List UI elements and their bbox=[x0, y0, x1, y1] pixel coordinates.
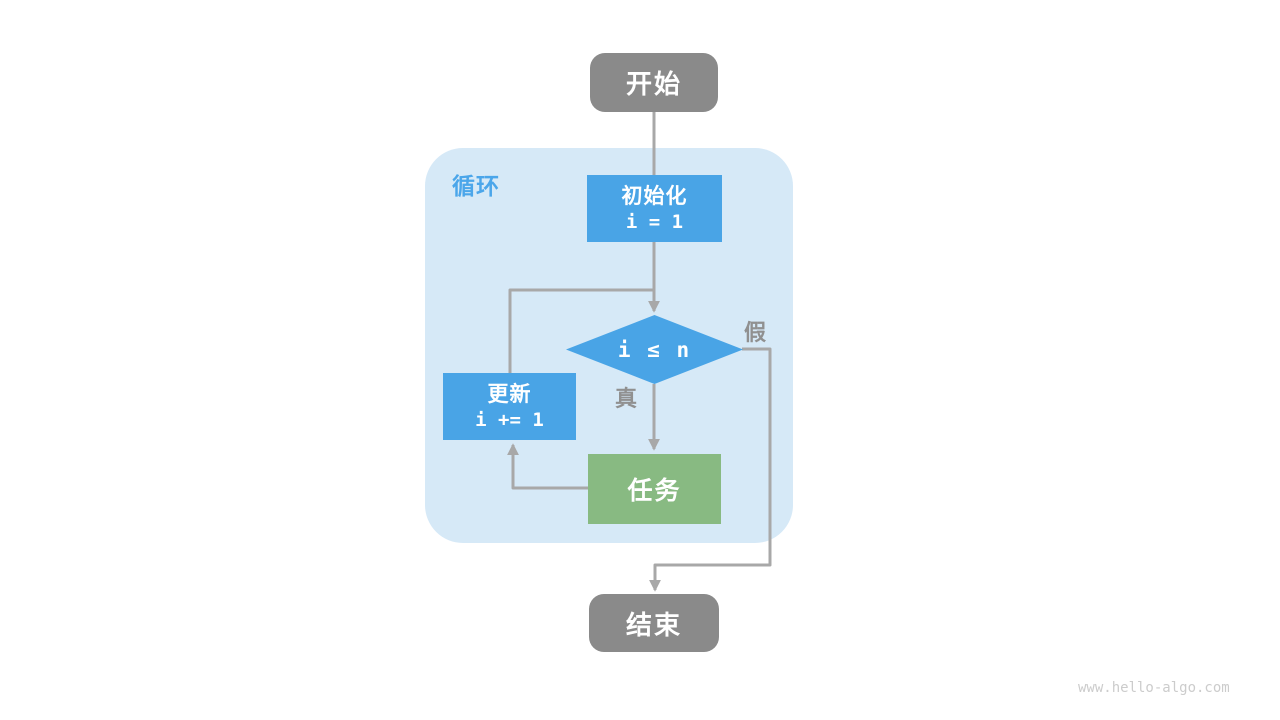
update-node-code: i += 1 bbox=[475, 408, 544, 431]
edge-condition-to-end bbox=[649, 347, 772, 592]
loop-container-label: 循环 bbox=[452, 173, 500, 199]
edge-label-false: 假 bbox=[744, 320, 767, 345]
init-node-title: 初始化 bbox=[621, 184, 688, 208]
edge-update-to-condition bbox=[508, 288, 655, 373]
watermark-text: www.hello-algo.com bbox=[1078, 680, 1230, 696]
end-node-label: 结束 bbox=[625, 609, 682, 640]
task-node-label: 任务 bbox=[627, 477, 682, 505]
start-node-label: 开始 bbox=[625, 69, 682, 99]
task-node: 任务 bbox=[588, 454, 721, 524]
start-node: 开始 bbox=[590, 53, 718, 112]
update-node: 更新 i += 1 bbox=[443, 373, 576, 440]
edge-task-to-update bbox=[507, 443, 588, 490]
condition-expression: i ≤ n bbox=[617, 337, 692, 362]
update-node-title: 更新 bbox=[487, 382, 532, 406]
end-node: 结束 bbox=[589, 594, 719, 652]
edge-label-true: 真 bbox=[615, 386, 638, 411]
init-node: 初始化 i = 1 bbox=[587, 175, 722, 242]
init-node-code: i = 1 bbox=[625, 210, 684, 233]
